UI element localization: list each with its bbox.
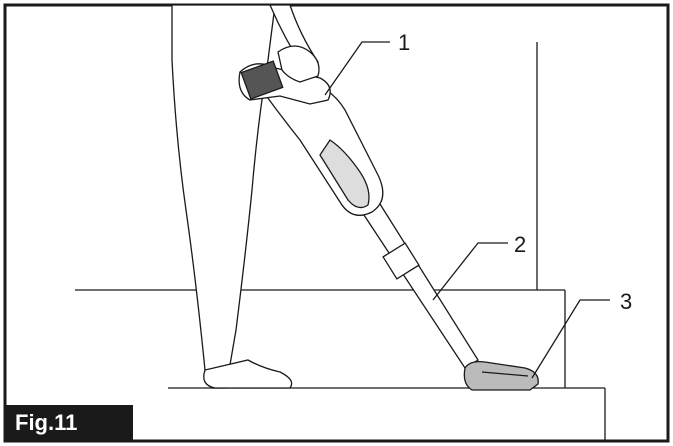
callout-2: 2 [514, 232, 526, 257]
callout-1: 1 [398, 30, 410, 55]
hand [277, 45, 320, 83]
vacuum-cleaner [238, 45, 539, 391]
vacuum-pipe [361, 203, 479, 369]
figure-label: Fig.11 [5, 405, 133, 441]
battery [240, 60, 284, 100]
figure-frame [3, 3, 670, 443]
callout-3: 3 [620, 289, 632, 314]
callout-leaders [324, 41, 610, 379]
floor-nozzle [463, 360, 539, 391]
